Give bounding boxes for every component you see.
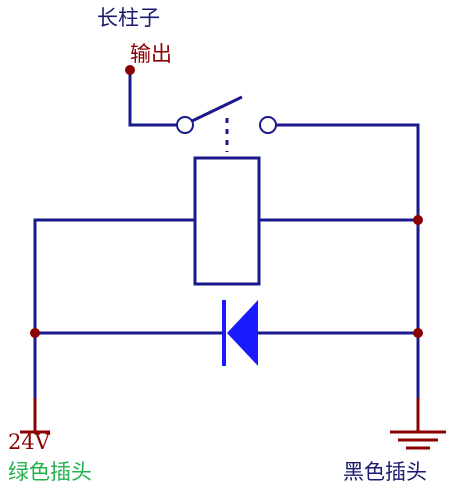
switch-blade <box>191 95 243 123</box>
switch-contact-right <box>259 116 277 134</box>
wire-output-to-switch <box>128 68 179 127</box>
node-left-diode <box>30 328 40 338</box>
diode-triangle <box>227 300 258 366</box>
ground-symbol <box>390 398 446 450</box>
output-label: 输出 <box>130 42 172 66</box>
node-output <box>125 65 135 75</box>
switch-contact-left <box>176 116 194 134</box>
top-terminal-label: 长柱子 <box>97 6 160 30</box>
green-plug-label: 绿色插头 <box>8 460 92 484</box>
node-right-coil <box>413 215 423 225</box>
voltage-label: 24V <box>8 430 50 454</box>
wire-switch-to-right-rail <box>273 123 420 402</box>
black-plug-label: 黑色插头 <box>343 460 427 484</box>
node-right-diode <box>413 328 423 338</box>
relay-coil <box>193 156 261 286</box>
